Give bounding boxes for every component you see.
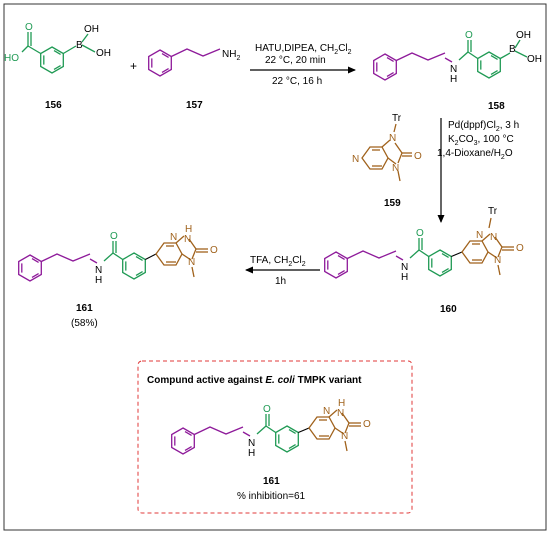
atom-NH2: NH2 [222,49,240,62]
atom-O-161-carbonyl: O [210,245,218,256]
outer-frame [3,3,547,531]
compound-label-156: 156 [45,100,62,111]
compound-156: O HO B OH OH [4,22,111,74]
atom-N-160-trityl: N [490,232,497,243]
compound-161-yield: (58%) [71,318,98,329]
atom-OH-158-top: OH [516,30,531,41]
atom-O-160-carbonyl: O [516,243,524,254]
step1-condition-3: 22 °C, 16 h [272,76,322,87]
atom-NH-161: N [95,265,102,276]
atom-O-boxed: O [263,404,271,415]
atom-N-boxed-imid: N [337,408,344,419]
step1-condition-2: 22 °C, 20 min [265,55,326,66]
atom-N-159-me: N [392,163,399,174]
atom-Tr-159: Tr [392,113,402,124]
atom-N-160-me: N [494,255,501,266]
step3-condition-1: TFA, CH2Cl2 [250,255,306,268]
compound-label-161: 161 [76,303,93,314]
atom-N-161-me: N [188,257,195,268]
atom-H-161: H [95,275,102,286]
compound-159: N N Tr O N [352,113,422,182]
compound-161: N H O N H N O N [19,224,218,286]
highlight-box-title: Compund active against E. coli TMPK vari… [147,375,362,386]
atom-N-boxed-me: N [341,431,348,442]
step2-condition-2: K2CO3, 100 °C [448,134,514,147]
atom-NH-158: N [450,64,457,75]
atom-H-161-imid: H [185,224,192,235]
highlight-box [137,360,413,514]
atom-O-boxed-carbonyl: O [363,419,371,430]
compound-160: N H O N N Tr O N [325,206,524,283]
atom-N-boxed-py: N [323,406,330,417]
atom-O-160: O [416,228,424,239]
atom-O: O [25,22,33,33]
step2-condition-3: 1,4-Dioxane/H2O [437,148,513,161]
atom-B-158: B [509,44,516,55]
compound-label-161-boxed: 161 [263,476,280,487]
compound-label-160: 160 [440,304,457,315]
atom-OH-top: OH [84,24,99,35]
compound-161-boxed: N H O N H N O N [172,398,371,459]
inhibition-value: % inhibition=61 [237,491,306,502]
atom-NH-boxed: N [248,438,255,449]
atom-N-161-py: N [170,232,177,243]
atom-N-159-trityl: N [389,133,396,144]
compound-158: N H O B OH OH [374,30,542,85]
atom-H-158: H [450,74,457,85]
atom-HO: HO [4,53,19,64]
atom-N-159-py: N [352,154,359,165]
compound-157: NH2 [149,49,240,76]
step2-condition-1: Pd(dppf)Cl2, 3 h [448,120,519,133]
atom-O-158: O [465,30,473,41]
atom-N-161-imid: N [184,234,191,245]
atom-H-160: H [401,272,408,283]
atom-OH-right: OH [96,48,111,59]
compound-label-158: 158 [488,101,505,112]
atom-H-boxed-imid: H [338,398,345,409]
atom-Tr-160: Tr [488,206,498,217]
atom-O-161: O [110,231,118,242]
compound-label-157: 157 [186,100,203,111]
atom-OH-158-right: OH [527,54,542,65]
plus-sign: + [130,59,137,73]
atom-H-boxed: H [248,448,255,459]
atom-B: B [76,40,83,51]
atom-NH-160: N [401,262,408,273]
atom-N-160-py: N [476,230,483,241]
step1-condition-1: HATU,DIPEA, CH2Cl2 [255,43,352,56]
atom-O-159: O [414,151,422,162]
compound-label-159: 159 [384,198,401,209]
step3-condition-2: 1h [275,276,286,287]
